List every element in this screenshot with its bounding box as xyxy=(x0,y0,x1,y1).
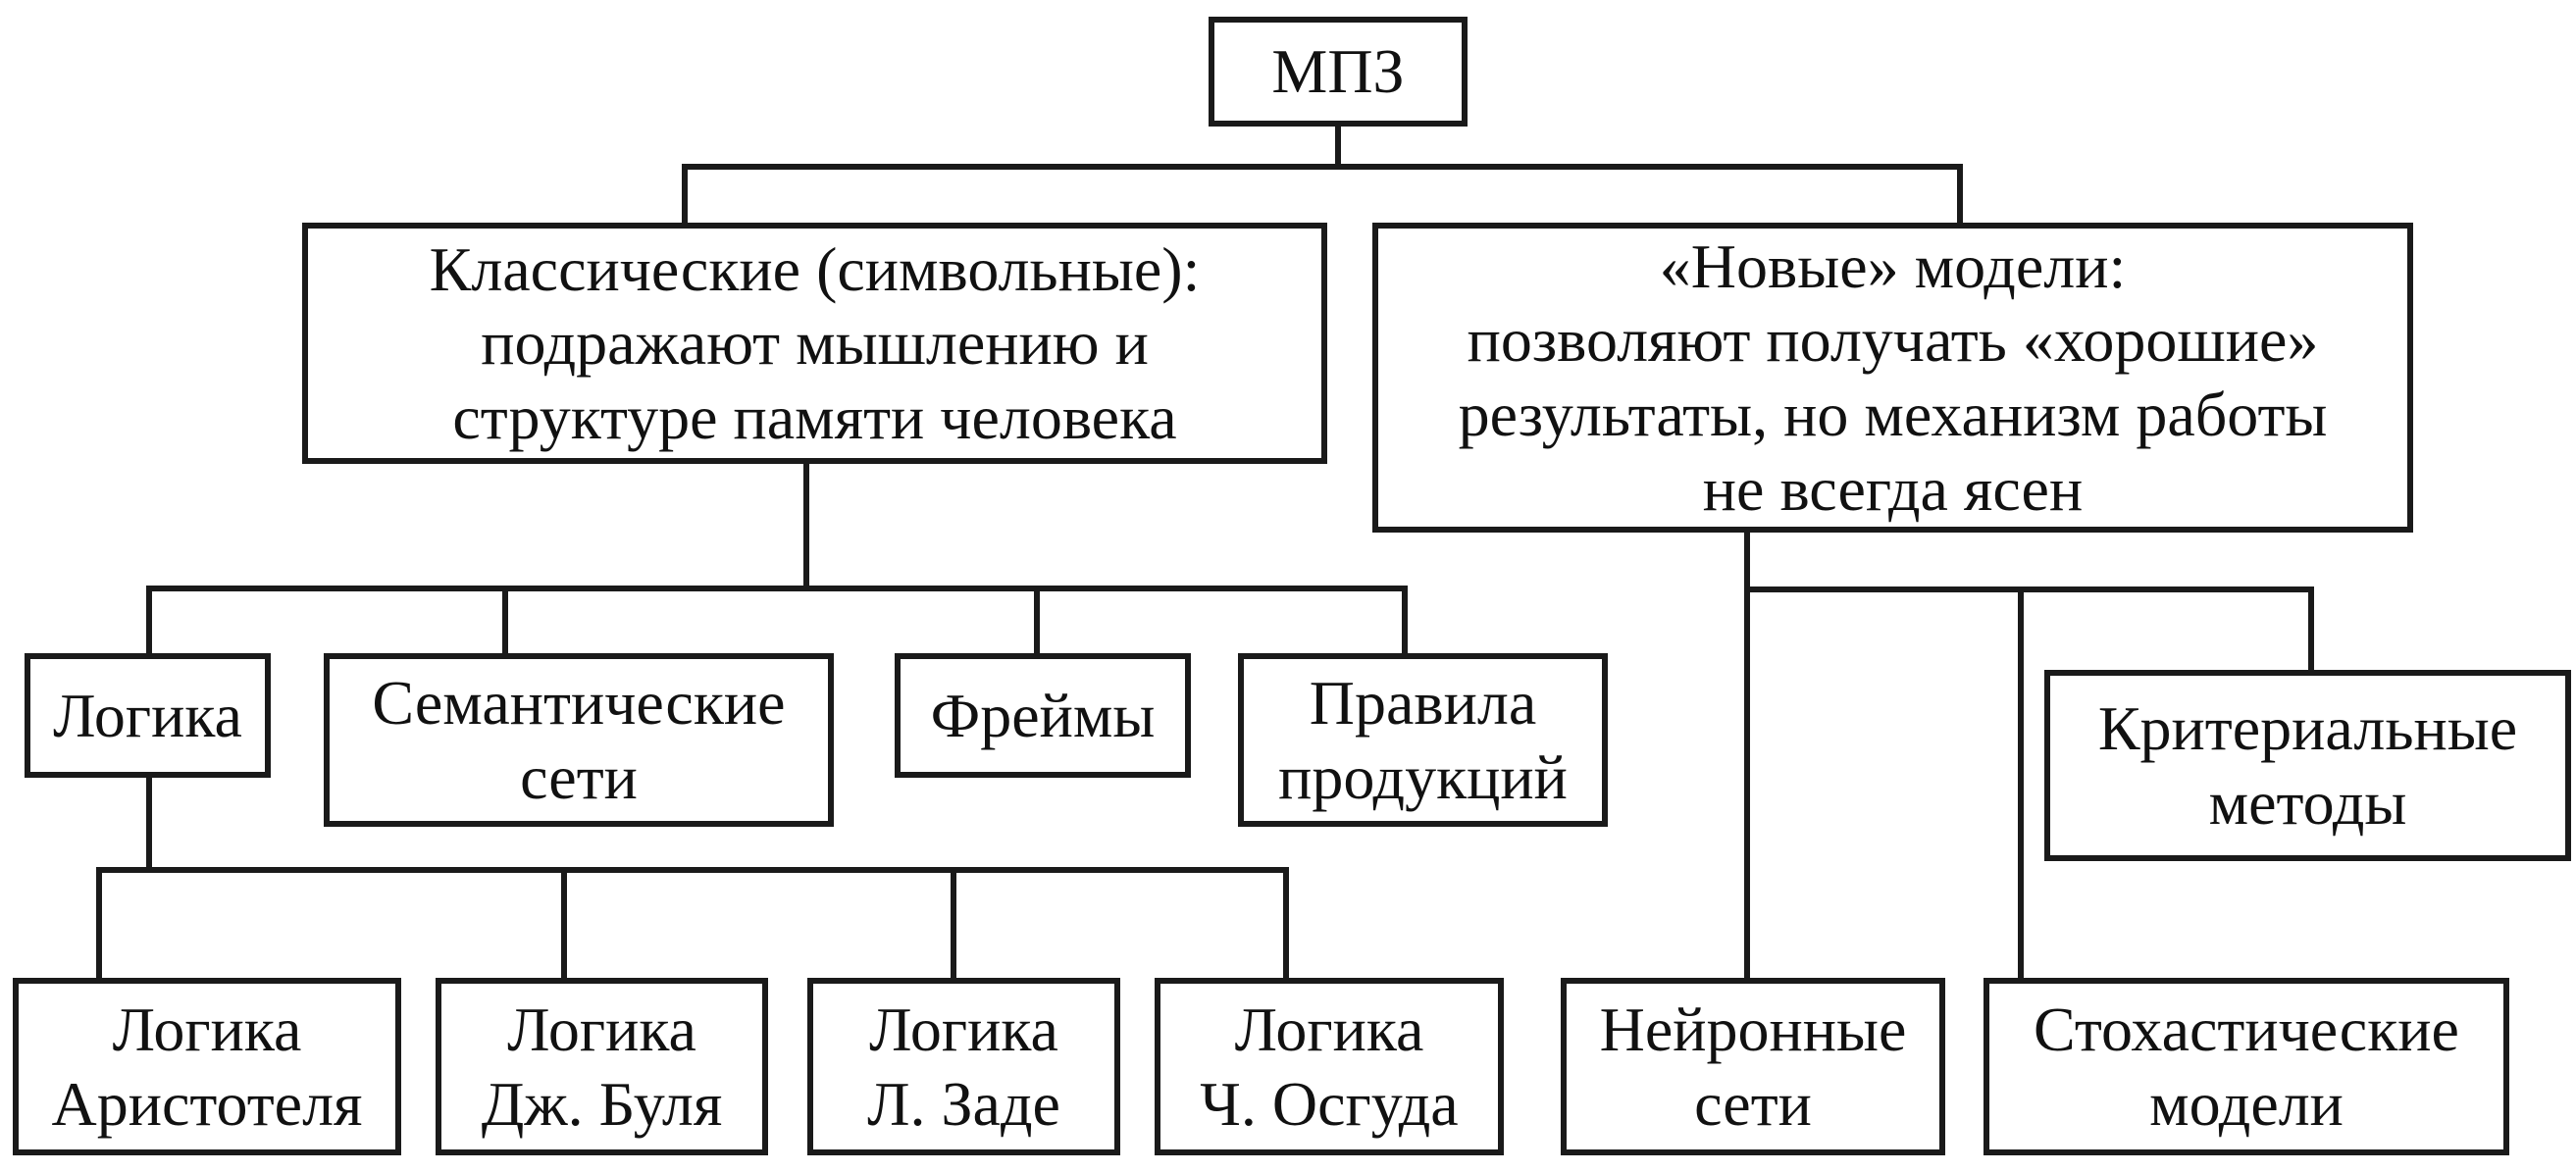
new-models-line-2: позволяют получать «хорошие» xyxy=(1467,305,2319,376)
neural-line-2: сети xyxy=(1694,1068,1812,1139)
aristotle-line-2: Аристотеля xyxy=(51,1068,363,1139)
new-models-line-3: результаты, но механизм работы xyxy=(1458,380,2328,449)
root-node-mpz: МПЗ xyxy=(1209,17,1468,127)
classic-line-3: структуре памяти человека xyxy=(452,382,1177,452)
node-classic-symbolic: Классические (символьные): подражают мыш… xyxy=(302,223,1327,464)
neural-line-1: Нейронные xyxy=(1599,994,1907,1064)
node-frames: Фреймы xyxy=(895,653,1191,778)
node-neural-networks: Нейронные сети xyxy=(1561,978,1945,1155)
node-logic-zadeh: Логика Л. Заде xyxy=(807,978,1120,1155)
node-stochastic-models: Стохастические модели xyxy=(1984,978,2509,1155)
new-models-line-1: «Новые» модели: xyxy=(1659,230,2127,301)
aristotle-line-1: Логика xyxy=(112,994,302,1064)
stochastic-line-1: Стохастические xyxy=(2034,994,2459,1064)
boole-line-1: Логика xyxy=(507,994,696,1064)
production-line-1: Правила xyxy=(1309,667,1537,738)
node-production-rules: Правила продукций xyxy=(1238,653,1608,827)
semantic-line-2: сети xyxy=(520,741,638,812)
logic-label: Логика xyxy=(53,680,242,750)
stochastic-line-2: модели xyxy=(2149,1068,2344,1139)
node-logic-aristotle: Логика Аристотеля xyxy=(13,978,401,1155)
osgood-line-1: Логика xyxy=(1234,994,1424,1064)
boole-line-2: Дж. Буля xyxy=(481,1068,723,1139)
node-logic-osgood: Логика Ч. Осгуда xyxy=(1155,978,1504,1155)
zadeh-line-1: Логика xyxy=(869,994,1058,1064)
node-new-models: «Новые» модели: позволяют получать «хоро… xyxy=(1372,223,2413,533)
node-semantic-networks: Семантические сети xyxy=(324,653,834,827)
node-logic: Логика xyxy=(25,653,271,778)
production-line-2: продукций xyxy=(1278,741,1568,812)
criterial-line-1: Критериальные xyxy=(2097,692,2518,763)
classic-line-2: подражают мышлению и xyxy=(481,308,1149,379)
zadeh-line-2: Л. Заде xyxy=(867,1068,1060,1139)
node-criterial-methods: Критериальные методы xyxy=(2044,670,2571,861)
osgood-line-2: Ч. Осгуда xyxy=(1200,1068,1459,1139)
root-label: МПЗ xyxy=(1271,36,1405,107)
classic-line-1: Классические (символьные): xyxy=(429,233,1201,304)
frames-label: Фреймы xyxy=(930,680,1156,750)
semantic-line-1: Семантические xyxy=(372,667,786,738)
criterial-line-2: методы xyxy=(2208,767,2407,838)
new-models-line-4: не всегда ясен xyxy=(1702,453,2084,524)
node-logic-boole: Логика Дж. Буля xyxy=(436,978,768,1155)
